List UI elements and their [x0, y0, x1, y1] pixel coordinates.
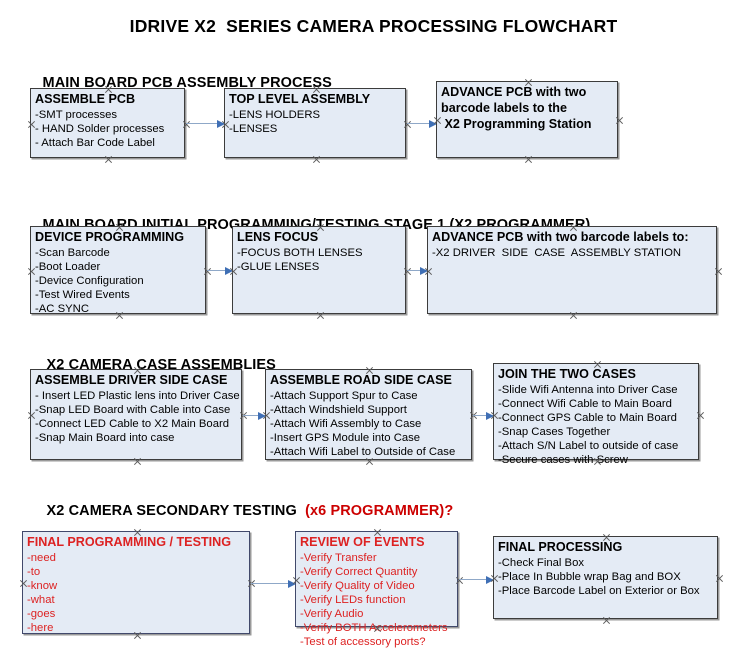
node-line: -Check Final Box: [498, 557, 585, 569]
node-line: -need: [27, 552, 56, 564]
connector-assemble-pcb-to-top-level: [186, 119, 225, 128]
node-review-of-events[interactable]: REVIEW OF EVENTS -Verify Transfer -Verif…: [295, 531, 458, 648]
connector-driver-case-to-road-case: [243, 411, 266, 420]
anchor-handle-bottom[interactable]: [524, 155, 533, 164]
node-title: ASSEMBLE PCB: [35, 92, 136, 106]
node-line: - Attach Bar Code Label: [35, 137, 155, 149]
anchor-handle-bottom[interactable]: [133, 457, 142, 466]
connector-road-case-to-join-cases: [473, 411, 494, 420]
node-title: DEVICE PROGRAMMING: [35, 230, 185, 244]
node-line: -know: [27, 580, 58, 592]
connector-final-programming-to-review-events: [251, 579, 296, 588]
connector-review-events-to-final-processing: [459, 575, 494, 584]
connector-lens-focus-to-advance-pcb: [407, 266, 428, 275]
node-assemble-road-side-case[interactable]: ASSEMBLE ROAD SIDE CASE -Attach Support …: [265, 369, 472, 460]
node-line: -LENSES: [229, 123, 278, 135]
node-line: -X2 DRIVER SIDE CASE ASSEMBLY STATION: [432, 247, 682, 259]
node-line: - HAND Solder processes: [35, 123, 165, 135]
node-top-level-assembly[interactable]: TOP LEVEL ASSEMBLY -LENS HOLDERS -LENSES: [224, 88, 406, 158]
node-line: -Attach Wifi Assembly to Case: [270, 418, 422, 430]
section-label: X2 CAMERA SECONDARY TESTING: [46, 503, 306, 519]
page-title: IDRIVE X2 SERIES CAMERA PROCESSING FLOWC…: [129, 16, 618, 36]
node-line: -Verify Transfer: [300, 552, 377, 564]
section-label: MAIN BOARD PCB ASSEMBLY PROCESS: [42, 75, 332, 91]
node-line: -Snap LED Board with Cable into Case: [35, 404, 231, 416]
node-title: TOP LEVEL ASSEMBLY: [229, 92, 371, 106]
section-header-secondary-testing: X2 CAMERA SECONDARY TESTING (x6 PROGRAMM…: [30, 487, 454, 535]
node-title: FINAL PROCESSING: [498, 540, 623, 554]
section-accent-label: (x6 PROGRAMMER)?: [305, 503, 454, 519]
node-line: -Attach S/N Label to outside of case: [498, 440, 679, 452]
node-line: -Snap Main Board into case: [35, 432, 175, 444]
anchor-handle-bottom[interactable]: [312, 155, 321, 164]
node-line: -LENS HOLDERS: [229, 109, 321, 121]
node-title: ASSEMBLE ROAD SIDE CASE: [270, 373, 452, 387]
node-line: -Verify LEDs function: [300, 594, 406, 606]
node-title: JOIN THE TWO CASES: [498, 367, 636, 381]
node-advance-pcb-programming-station[interactable]: ADVANCE PCB with two barcode labels to t…: [436, 81, 618, 158]
node-line: -what: [27, 594, 55, 606]
node-line: -Test Wired Events: [35, 289, 130, 301]
node-line: -Secure cases with Screw: [498, 454, 628, 466]
anchor-handle-bottom[interactable]: [602, 616, 611, 625]
node-title: LENS FOCUS: [237, 230, 319, 244]
node-line: -Attach Support Spur to Case: [270, 390, 418, 402]
node-line: -SMT processes: [35, 109, 118, 121]
node-title: ASSEMBLE DRIVER SIDE CASE: [35, 373, 228, 387]
node-line: -Device Configuration: [35, 275, 144, 287]
node-line: -to: [27, 566, 41, 578]
node-line: -GLUE LENSES: [237, 261, 320, 273]
node-final-programming-testing[interactable]: FINAL PROGRAMMING / TESTING -need -to -k…: [22, 531, 250, 634]
connector-device-programming-to-lens-focus: [207, 266, 233, 275]
node-lens-focus[interactable]: LENS FOCUS -FOCUS BOTH LENSES -GLUE LENS…: [232, 226, 406, 314]
node-line: -Place Barcode Label on Exterior or Box: [498, 585, 700, 597]
node-line: -Verify Quality of Video: [300, 580, 415, 592]
node-title: ADVANCE PCB with two: [441, 85, 587, 99]
node-title: FINAL PROGRAMMING / TESTING: [27, 535, 232, 549]
node-final-processing[interactable]: FINAL PROCESSING -Check Final Box -Place…: [493, 536, 718, 619]
node-line-overflow: -Test of accessory ports?: [300, 636, 426, 648]
node-line: -Boot Loader: [35, 261, 101, 273]
node-advance-pcb-driver-side[interactable]: ADVANCE PCB with two barcode labels to: …: [427, 226, 717, 314]
node-line: -Verify Audio: [300, 608, 364, 620]
node-title-line2: barcode labels to the: [441, 101, 567, 115]
node-line: -FOCUS BOTH LENSES: [237, 247, 363, 259]
connector-top-level-to-advance-pcb: [407, 119, 437, 128]
node-line: -Place In Bubble wrap Bag and BOX: [498, 571, 681, 583]
node-line: -here: [27, 622, 54, 634]
node-title: REVIEW OF EVENTS: [300, 535, 425, 549]
node-title-line3: X2 Programming Station: [441, 117, 592, 131]
node-join-the-two-cases[interactable]: JOIN THE TWO CASES -Slide Wifi Antenna i…: [493, 363, 699, 466]
node-line: -goes: [27, 608, 56, 620]
node-line: - Insert LED Plastic lens into Driver Ca…: [35, 390, 240, 402]
node-line: -Attach Windshield Support: [270, 404, 407, 416]
node-line: -Scan Barcode: [35, 247, 110, 259]
node-title: ADVANCE PCB with two barcode labels to:: [432, 230, 689, 244]
node-line: -AC SYNC: [35, 303, 89, 315]
node-line: -Verify Correct Quantity: [300, 566, 418, 578]
node-assemble-pcb[interactable]: ASSEMBLE PCB -SMT processes - HAND Solde…: [30, 88, 185, 158]
node-line: -Connect Wifi Cable to Main Board: [498, 398, 672, 410]
node-line: -Slide Wifi Antenna into Driver Case: [498, 384, 678, 396]
node-assemble-driver-side-case[interactable]: ASSEMBLE DRIVER SIDE CASE - Insert LED P…: [30, 369, 242, 460]
anchor-handle-bottom[interactable]: [104, 155, 113, 164]
section-header-main-board-pcb: MAIN BOARD PCB ASSEMBLY PROCESS: [26, 59, 332, 107]
anchor-handle-right[interactable]: [714, 267, 723, 276]
node-line: -Verify BOTH Accelerometers: [300, 622, 448, 634]
anchor-handle-bottom[interactable]: [316, 311, 325, 320]
node-device-programming[interactable]: DEVICE PROGRAMMING -Scan Barcode -Boot L…: [30, 226, 206, 315]
node-line: -Attach Wifi Label to Outside of Case: [270, 446, 456, 458]
node-line: -Insert GPS Module into Case: [270, 432, 421, 444]
node-line: -Connect GPS Cable to Main Board: [498, 412, 677, 424]
node-line: -Snap Cases Together: [498, 426, 611, 438]
node-line: -Connect LED Cable to X2 Main Board: [35, 418, 230, 430]
anchor-handle-bottom[interactable]: [569, 311, 578, 320]
